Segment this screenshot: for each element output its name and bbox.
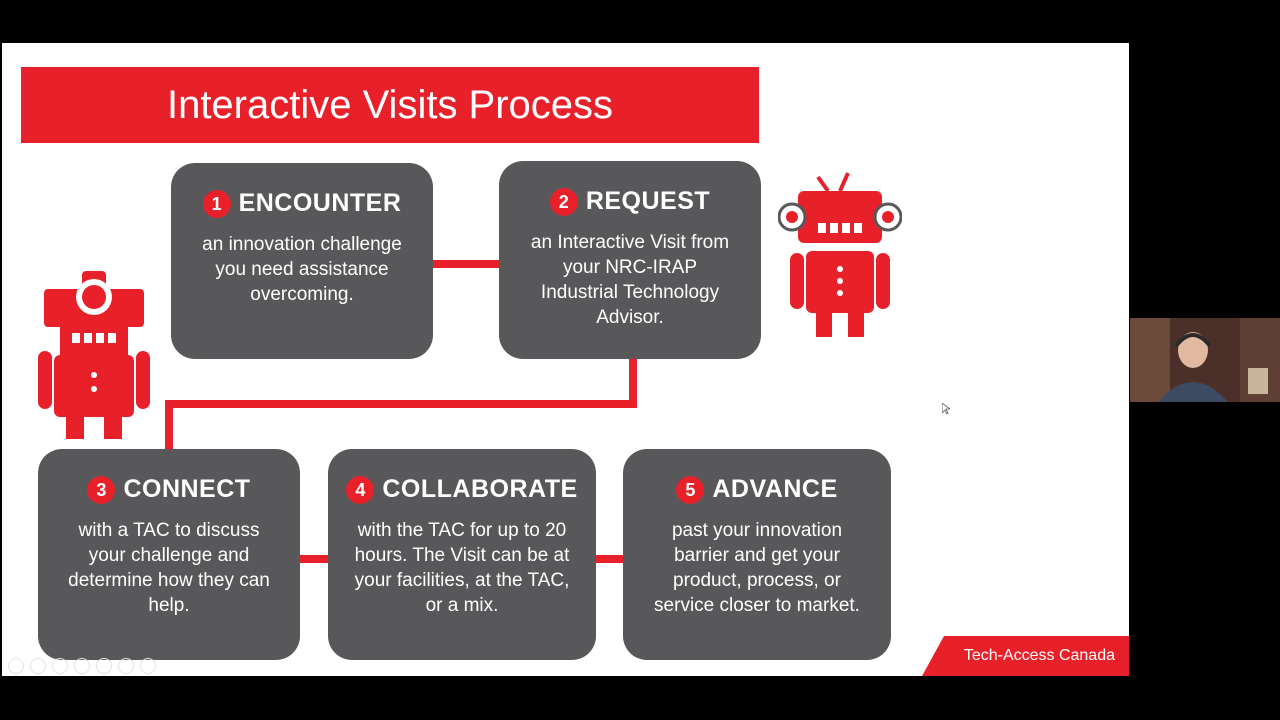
slide-title: Interactive Visits Process	[166, 83, 614, 127]
presentation-slide: Interactive Visits Process 1 ENCOUNTER a…	[2, 43, 1129, 676]
step-number: 3	[87, 475, 116, 504]
step-card-advance: 5 ADVANCE past your innovation barrier a…	[623, 449, 891, 660]
step-description: an Interactive Visit from your NRC-IRAP …	[530, 232, 730, 328]
step-description: with the TAC for up to 20 hours. The Vis…	[354, 520, 570, 616]
pen-tool-icon[interactable]	[52, 658, 68, 674]
step-title: CONNECT	[123, 475, 251, 503]
step-description: past your innovation barrier and get you…	[654, 520, 860, 616]
step-title: ADVANCE	[712, 475, 838, 503]
step-description: with a TAC to discuss your challenge and…	[68, 520, 270, 616]
zoom-icon[interactable]	[96, 658, 112, 674]
step-card-request: 2 REQUEST an Interactive Visit from your…	[499, 161, 761, 359]
step-number: 2	[549, 187, 578, 216]
robot-left-icon	[38, 271, 150, 439]
previous-slide-icon[interactable]	[8, 658, 24, 674]
connector-3-4	[299, 555, 329, 563]
slides-grid-icon[interactable]	[74, 658, 90, 674]
step-card-connect: 3 CONNECT with a TAC to discuss your cha…	[38, 449, 300, 660]
connector-3-down	[165, 400, 173, 450]
captions-icon[interactable]	[118, 658, 134, 674]
step-number: 4	[346, 475, 375, 504]
connector-horizontal	[165, 400, 637, 408]
step-description: an innovation challenge you need assista…	[202, 234, 402, 305]
mouse-cursor-icon	[942, 403, 950, 415]
step-number: 5	[676, 475, 705, 504]
step-number: 1	[202, 189, 231, 218]
step-title: REQUEST	[585, 187, 711, 215]
step-title: COLLABORATE	[382, 475, 578, 503]
next-slide-icon[interactable]	[30, 658, 46, 674]
participant-video-tile[interactable]	[1130, 318, 1280, 402]
connector-2-down	[629, 358, 637, 408]
step-card-collaborate: 4 COLLABORATE with the TAC for up to 20 …	[328, 449, 596, 660]
connector-4-5	[595, 555, 625, 563]
participant-avatar	[1130, 318, 1280, 402]
slideshow-controls[interactable]	[8, 658, 156, 674]
step-title: ENCOUNTER	[238, 189, 402, 217]
robot-right-icon	[778, 172, 902, 337]
title-banner: Interactive Visits Process	[21, 67, 759, 143]
step-card-encounter: 1 ENCOUNTER an innovation challenge you …	[171, 163, 433, 359]
more-options-icon[interactable]	[140, 658, 156, 674]
logo-text: Tech-Access Canada	[963, 647, 1115, 664]
connector-1-2	[432, 260, 500, 268]
tech-access-canada-logo: Tech-Access Canada	[922, 636, 1129, 676]
